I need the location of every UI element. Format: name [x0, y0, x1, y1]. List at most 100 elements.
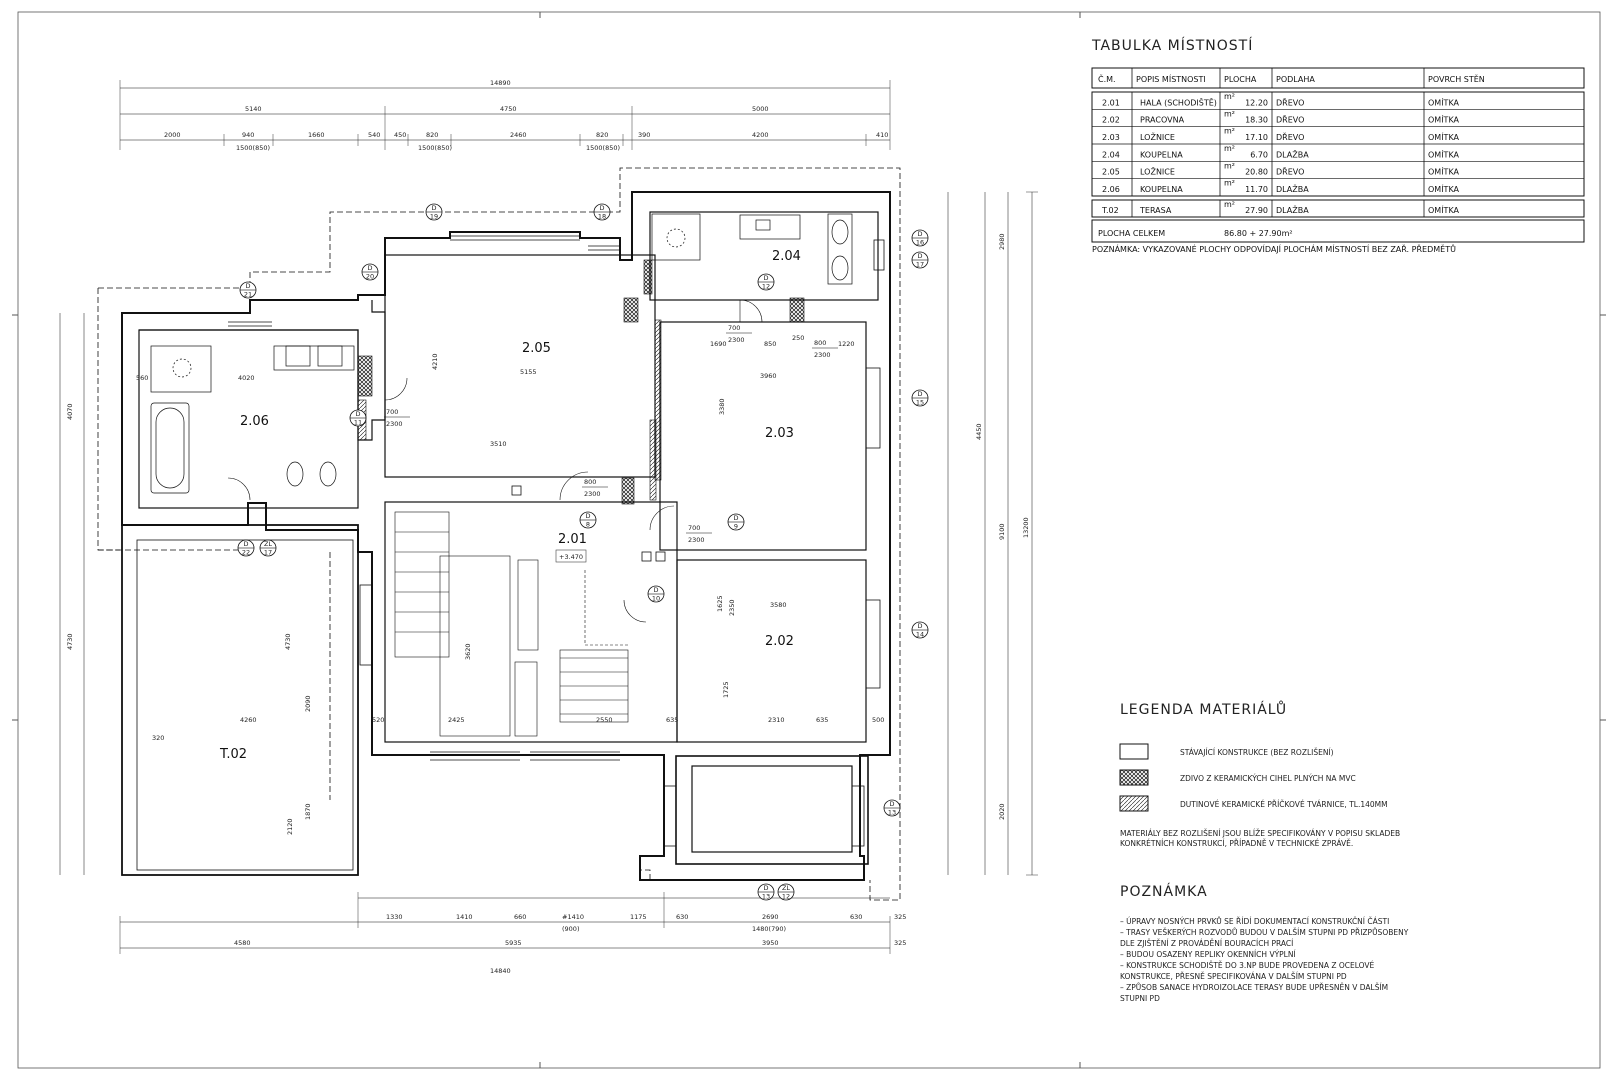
section-mark-bottom: 17 — [916, 261, 924, 269]
level-mark: +3.470 — [559, 553, 583, 561]
dim-bottom: (900) — [562, 925, 579, 933]
door-tag-height: 2300 — [728, 336, 745, 344]
interior-dim: 5155 — [520, 368, 537, 376]
dim-top: 410 — [876, 131, 888, 139]
interior-dim: 1870 — [304, 803, 312, 820]
door-tag-height: 2300 — [688, 536, 705, 544]
sheet-border — [17, 11, 1601, 1069]
table-cell: DLAŽBA — [1276, 148, 1309, 159]
interior-dim: 3580 — [770, 601, 787, 609]
dim-top: 390 — [638, 131, 650, 139]
section-mark-top: D — [585, 512, 590, 520]
dim-top: 2460 — [510, 131, 527, 139]
table-header-cell: PODLAHA — [1276, 75, 1315, 84]
interior-dim: 2425 — [448, 716, 465, 724]
door-tag-height: 2300 — [386, 420, 403, 428]
material-legend: LEGENDA MATERIÁLŮ STÁVAJÍCÍ KONSTRUKCE (… — [1119, 700, 1400, 848]
room-label-206: 2.06 — [240, 414, 269, 429]
dim-bottom: 5935 — [505, 939, 522, 947]
door-tag-width: 800 — [814, 339, 826, 347]
interior-dim: 2090 — [304, 695, 312, 712]
dim-top: 820 — [426, 131, 438, 139]
door-tag-width: 700 — [688, 524, 700, 532]
dim-bottom: 1330 — [386, 913, 403, 921]
section-mark: D16 — [911, 229, 929, 247]
section-mark: D18 — [593, 203, 611, 221]
dim-right: 2980 — [998, 233, 1006, 250]
table-cell: TERASA — [1139, 206, 1172, 215]
table-cell: OMÍTKA — [1428, 166, 1460, 177]
section-mark-top: D — [917, 390, 922, 398]
legend-item-label: ZDIVO Z KERAMICKÝCH CIHEL PLNÝCH NA MVC — [1180, 774, 1356, 783]
section-mark: D10 — [647, 585, 665, 603]
table-cell: OMÍTKA — [1428, 114, 1460, 125]
interior-dim: 250 — [792, 334, 804, 342]
interior-dim: 1625 — [716, 595, 724, 612]
table-cell: 2.05 — [1102, 168, 1120, 177]
table-cell-unit: m² — [1224, 127, 1235, 136]
dim-top-total: 14890 — [490, 79, 511, 87]
section-mark: D15 — [911, 389, 929, 407]
table-cell: 27.90 — [1245, 206, 1268, 215]
table-cell: 2.04 — [1102, 150, 1120, 159]
notes-title: POZNÁMKA — [1120, 883, 1208, 900]
note-line: KONSTRUKCE, PŘESNĚ SPECIFIKOVÁNA V DALŠÍ… — [1120, 972, 1347, 981]
dim-bottom: 630 — [850, 913, 862, 921]
dim-window: 1500(850) — [418, 144, 452, 152]
section-mark-bottom: 17 — [264, 549, 272, 557]
section-mark-top: ZL — [782, 884, 790, 892]
section-mark-top: D — [733, 514, 738, 522]
section-mark: D13 — [883, 799, 901, 817]
interior-dim: 4730 — [284, 633, 292, 650]
dim-top: 1660 — [308, 131, 325, 139]
table-cell: KOUPELNA — [1140, 150, 1183, 159]
interior-dim: 2310 — [768, 716, 785, 724]
note-line: – ÚPRAVY NOSNÝCH PRVKŮ SE ŘÍDÍ DOKUMENTA… — [1120, 917, 1389, 926]
section-mark-top: D — [889, 800, 894, 808]
table-cell-unit: m² — [1224, 161, 1235, 170]
table-cell: PRACOVNA — [1140, 116, 1185, 125]
room-label-205: 2.05 — [522, 341, 551, 356]
section-mark-bottom: 18 — [598, 213, 606, 221]
section-mark: D20 — [361, 263, 379, 281]
section-mark-top: D — [367, 264, 372, 272]
table-cell-unit: m² — [1224, 109, 1235, 118]
room-label-203: 2.03 — [765, 426, 794, 441]
dim-right: 4450 — [975, 423, 983, 440]
interior-dim: 635 — [666, 716, 678, 724]
table-cell: LOŽNICE — [1140, 131, 1175, 142]
dim-top: 450 — [394, 131, 406, 139]
table-cell: 20.80 — [1245, 168, 1268, 177]
table-cell: LOŽNICE — [1140, 166, 1175, 177]
dim-window: 1500(850) — [236, 144, 270, 152]
table-header-cell: PLOCHA — [1224, 75, 1257, 84]
dim-bottom: 325 — [894, 913, 906, 921]
table-cell: OMÍTKA — [1428, 204, 1460, 215]
section-mark-top: D — [355, 410, 360, 418]
dim-bottom: 1410 — [456, 913, 473, 921]
section-mark-bottom: 21 — [244, 291, 252, 299]
legend-title: LEGENDA MATERIÁLŮ — [1120, 700, 1287, 718]
table-cell: 2.03 — [1102, 133, 1120, 142]
section-mark-bottom: 13 — [762, 893, 770, 901]
legend-swatch-empty — [1119, 743, 1149, 760]
table-cell: 11.70 — [1245, 185, 1268, 194]
interior-dim: 4020 — [238, 374, 255, 382]
dim-bottom: #1410 — [562, 913, 584, 921]
interior-dim: 3510 — [490, 440, 507, 448]
table-cell: 17.10 — [1245, 133, 1268, 142]
note-line: – TRASY VEŠKERÝCH ROZVODŮ BUDOU V DALŠÍM… — [1120, 928, 1409, 937]
section-mark-bottom: 9 — [734, 523, 738, 531]
